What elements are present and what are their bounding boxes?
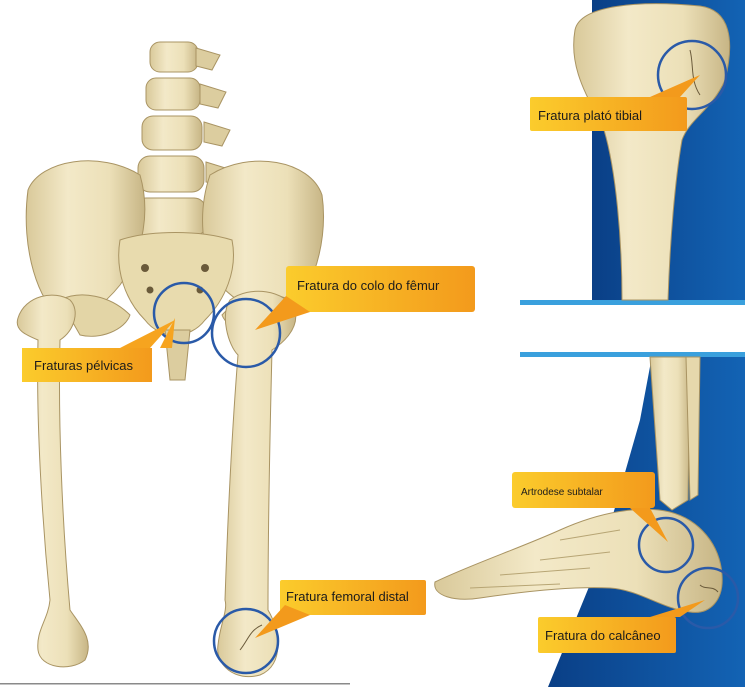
divider-stripe-2 xyxy=(520,352,745,357)
pelvis xyxy=(26,161,323,380)
label-calcaneus-fracture: Fratura do calcâneo xyxy=(545,628,661,643)
label-distal-femur-fracture: Fratura femoral distal xyxy=(286,589,409,604)
label-pelvic-fractures: Fraturas pélvicas xyxy=(34,358,133,373)
label-subtalar-arthrodesis: Artrodese subtalar xyxy=(521,487,603,498)
bottom-rule xyxy=(0,683,350,685)
label-tibial-plateau-fracture: Fratura plató tibial xyxy=(538,108,642,123)
divider-stripe-1 xyxy=(520,300,745,305)
label-femoral-neck-fracture: Fratura do colo do fêmur xyxy=(297,278,440,293)
